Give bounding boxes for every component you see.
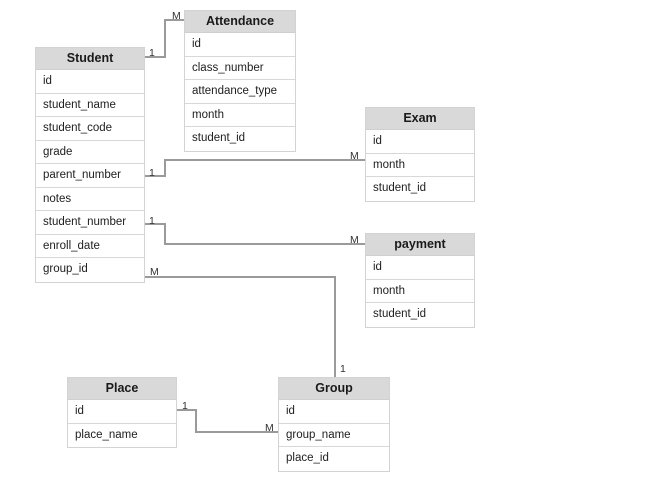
relationship-line-student-payment: [144, 223, 366, 245]
attribute-row[interactable]: id: [366, 256, 474, 280]
attribute-row[interactable]: enroll_date: [36, 234, 144, 258]
attribute-row[interactable]: place_id: [279, 447, 389, 471]
relationship-line-student-group: [144, 276, 336, 378]
relationship-line-student-exam: [144, 159, 366, 177]
attribute-row[interactable]: group_name: [279, 423, 389, 447]
attribute-row[interactable]: student_number: [36, 211, 144, 235]
attribute-row[interactable]: student_id: [185, 127, 295, 151]
attribute-row[interactable]: student_id: [366, 177, 474, 201]
entity-title-exam: Exam: [366, 108, 474, 130]
attribute-row[interactable]: class_number: [185, 56, 295, 80]
cardinality-label-student-group-to: 1: [340, 363, 346, 375]
attribute-row[interactable]: id: [36, 70, 144, 94]
entity-title-payment: payment: [366, 234, 474, 256]
entity-title-group: Group: [279, 378, 389, 400]
attribute-row[interactable]: student_id: [366, 303, 474, 327]
attribute-row[interactable]: id: [366, 130, 474, 154]
attribute-row[interactable]: place_name: [68, 423, 176, 447]
cardinality-label-student-attendance-to: M: [172, 10, 181, 22]
cardinality-label-place-group-from: 1: [182, 400, 188, 412]
attribute-row[interactable]: month: [185, 103, 295, 127]
attribute-row[interactable]: id: [68, 400, 176, 424]
relationship-line-place-group: [176, 409, 279, 433]
cardinality-label-student-exam-from: 1: [149, 167, 155, 179]
cardinality-label-student-attendance-from: 1: [149, 47, 155, 59]
attribute-row[interactable]: parent_number: [36, 164, 144, 188]
attribute-row[interactable]: id: [279, 400, 389, 424]
attribute-row[interactable]: grade: [36, 140, 144, 164]
entity-title-attendance: Attendance: [185, 11, 295, 33]
attribute-row[interactable]: group_id: [36, 258, 144, 282]
cardinality-label-student-exam-to: M: [350, 150, 359, 162]
entity-title-student: Student: [36, 48, 144, 70]
attribute-row[interactable]: student_name: [36, 93, 144, 117]
cardinality-label-student-group-from: M: [150, 266, 159, 278]
attribute-row[interactable]: month: [366, 153, 474, 177]
entity-title-place: Place: [68, 378, 176, 400]
attribute-row[interactable]: id: [185, 33, 295, 57]
cardinality-label-place-group-to: M: [265, 422, 274, 434]
cardinality-label-student-payment-to: M: [350, 234, 359, 246]
attribute-row[interactable]: notes: [36, 187, 144, 211]
cardinality-label-student-payment-from: 1: [149, 215, 155, 227]
attribute-row[interactable]: month: [366, 279, 474, 303]
attribute-row[interactable]: attendance_type: [185, 80, 295, 104]
attribute-row[interactable]: student_code: [36, 117, 144, 141]
